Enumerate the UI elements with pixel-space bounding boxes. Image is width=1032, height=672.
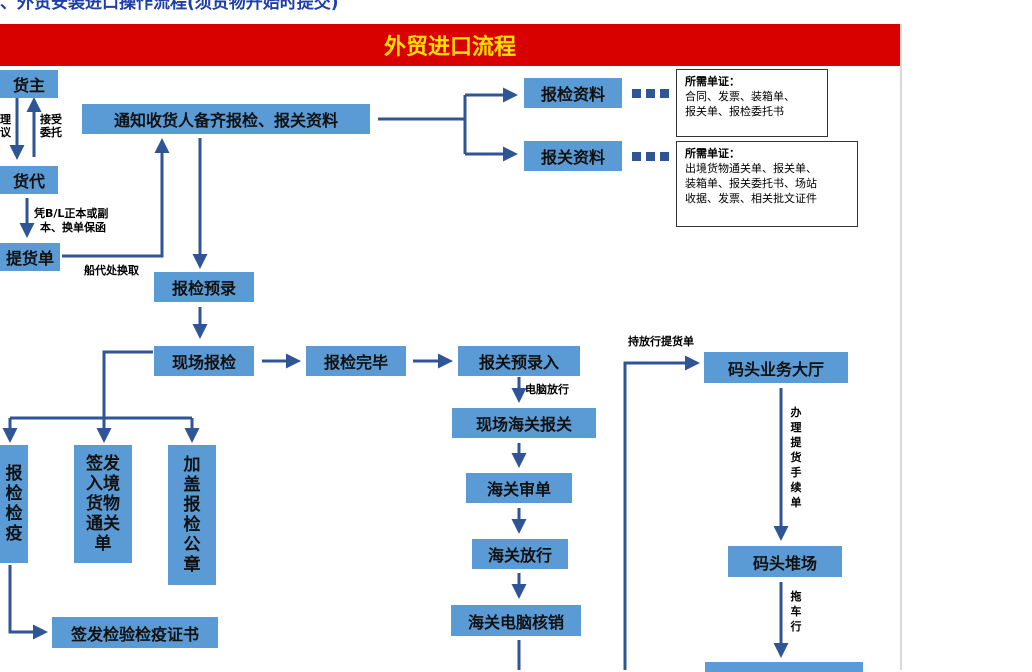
dot-square — [632, 89, 641, 98]
note-cust-line: 出境货物通关单、报关单、 — [685, 162, 817, 175]
node-insp-docs: 报检资料 — [524, 78, 622, 108]
node-cust-docs: 报关资料 — [524, 141, 622, 171]
note-cust-title: 所需单证： — [685, 147, 740, 160]
label-agent-exchange: 船代处换取 — [84, 264, 139, 277]
label-hold-release: 持放行提货单 — [628, 335, 694, 348]
node-next-bottom — [705, 662, 863, 672]
node-terminal-yard: 码头堆场 — [728, 546, 842, 577]
node-insp-quarantine: 报检检疫 — [0, 445, 28, 563]
node-entry-clearance: 签发入境货物通关单 — [74, 445, 132, 563]
node-insp-seal-text: 加盖报检公章 — [183, 455, 201, 575]
page-title: 、外贸安装进口操作流程(须货物开始时提交) — [0, 0, 339, 13]
dot-square — [646, 152, 655, 161]
node-onsite-cust: 现场海关报关 — [452, 408, 596, 438]
node-writeoff: 海关电脑核销 — [451, 605, 581, 636]
label-tow-company: 拖车行 — [790, 590, 802, 633]
note-insp-line: 合同、发票、装箱单、 — [685, 90, 795, 103]
node-terminal-hall: 码头业务大厅 — [704, 352, 848, 383]
node-insp-pre: 报检预录 — [154, 272, 254, 302]
node-cert: 签发检验检疫证书 — [52, 617, 218, 648]
label-accept-entrust: 接受委托 — [40, 113, 62, 139]
label-handle-agreement: 理议 — [0, 113, 11, 139]
note-insp-docs: 所需单证： 合同、发票、装箱单、 报关单、报检委托书 — [676, 69, 828, 137]
dot-square — [660, 152, 669, 161]
node-agent: 货代 — [0, 166, 58, 194]
banner-title: 外贸进口流程 — [0, 24, 900, 66]
note-cust-line: 收据、发票、相关批文证件 — [685, 192, 817, 205]
label-pickup-procedure: 办理提货手续单 — [790, 406, 802, 509]
node-release: 海关放行 — [472, 539, 568, 569]
dot-square — [646, 89, 655, 98]
wire-onsite-tree — [102, 350, 153, 418]
label-bl-line2: 本、换单保函 — [40, 221, 106, 234]
node-insp-seal: 加盖报检公章 — [168, 445, 216, 585]
note-insp-line: 报关单、报检委托书 — [685, 105, 784, 118]
node-cust-pre: 报关预录入 — [458, 346, 580, 376]
node-notify: 通知收货人备齐报检、报关资料 — [82, 104, 370, 134]
arrow-to-cert — [8, 565, 48, 640]
node-consignee: 货主 — [0, 70, 58, 98]
node-insp-quarantine-text: 报检检疫 — [5, 464, 23, 544]
dot-square — [632, 152, 641, 161]
note-cust-line: 装箱单、报关委托书、场站 — [685, 177, 817, 190]
node-entry-clearance-text: 签发入境货物通关单 — [86, 454, 120, 554]
note-cust-docs: 所需单证： 出境货物通关单、报关单、 装箱单、报关委托书、场站 收据、发票、相关… — [676, 141, 858, 227]
arrow-to-terminal-hall — [623, 355, 700, 670]
node-onsite-insp: 现场报检 — [154, 346, 254, 376]
node-bill: 提货单 — [0, 243, 60, 271]
node-insp-done: 报检完毕 — [306, 346, 406, 376]
arrow-bill-notify — [62, 138, 170, 258]
label-computer-release: 电脑放行 — [525, 383, 569, 396]
node-review: 海关审单 — [466, 473, 572, 503]
dot-square — [660, 89, 669, 98]
label-bl-line1: 凭B/L正本或副 — [34, 207, 109, 220]
note-insp-title: 所需单证： — [685, 75, 740, 88]
